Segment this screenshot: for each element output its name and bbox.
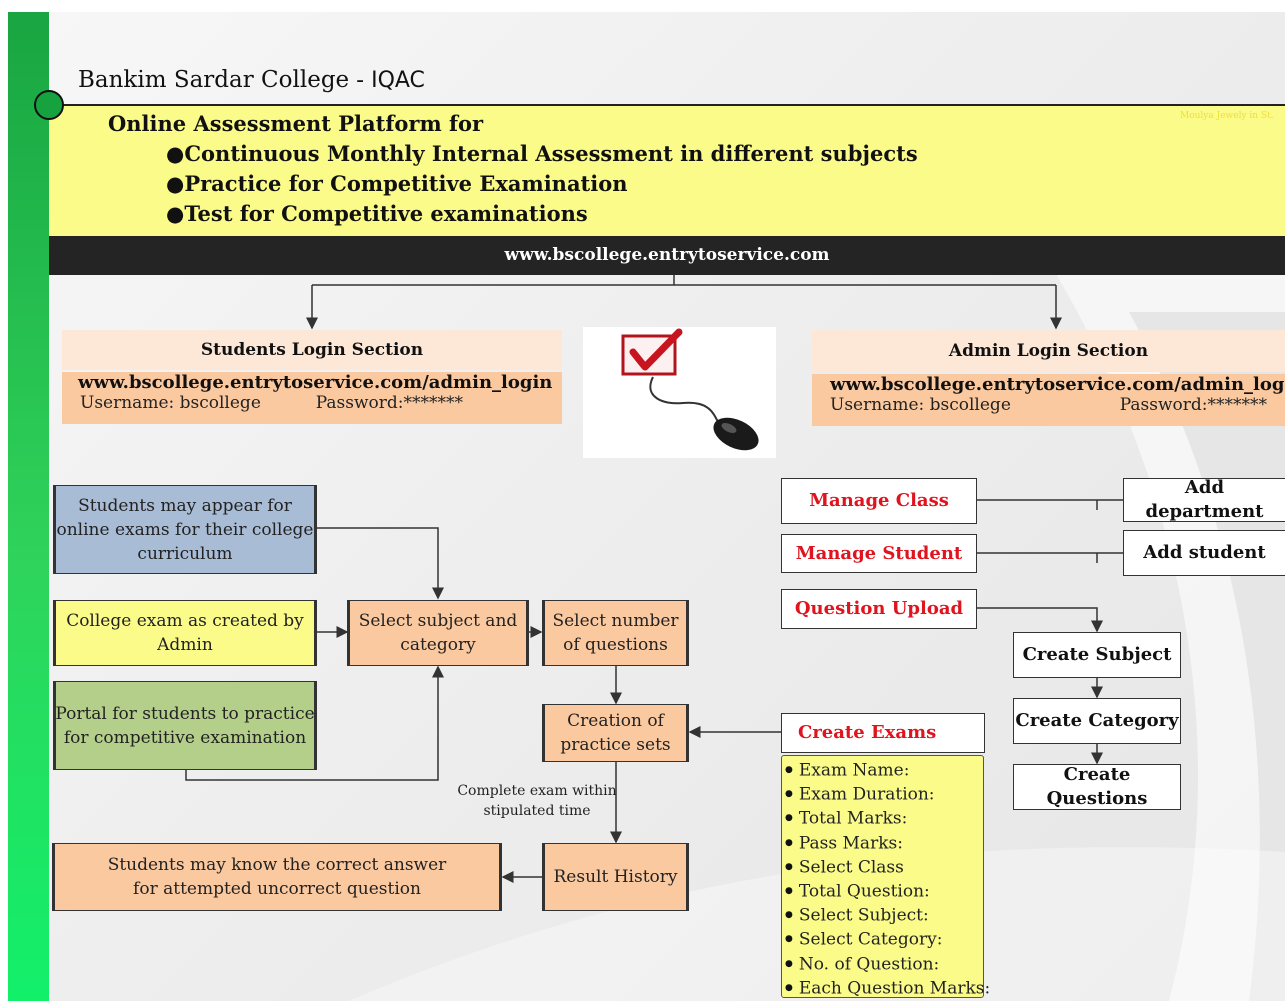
admin-username: Username: bscollege [830,395,1011,415]
cell-name: IQAC [371,68,425,93]
create-questions-button[interactable]: Create Questions [1013,764,1181,810]
exam-field: Pass Marks: [785,832,983,856]
know-answer-box: Students may know the correct answer for… [52,843,502,911]
url-bar[interactable]: www.bscollege.entrytoservice.com [49,236,1285,275]
create-category-button[interactable]: Create Category [1013,698,1181,744]
exam-field: Exam Duration: [785,783,983,807]
exam-field: Total Marks: [785,807,983,831]
exam-field: Select Class [785,856,983,880]
circle-marker [34,90,64,120]
bullet-2: ●Practice for Competitive Examination [166,171,628,196]
bullet-3: ●Test for Competitive examinations [166,201,588,226]
students-login-url[interactable]: www.bscollege.entrytoservice.com/admin_l… [78,372,553,393]
checkbox-mouse-graphic [621,328,759,451]
students-appear-box: Students may appear for online exams for… [53,485,317,574]
admin-password: Password:******* [1119,395,1267,415]
select-number-box: Select number of questions [542,600,689,666]
students-login-title: Students Login Section [62,330,562,370]
result-history-box: Result History [542,843,689,911]
title-separator: - [349,68,372,93]
students-username: Username: bscollege [80,393,261,413]
portal-box: Portal for students to practice for comp… [53,681,317,770]
page-title: Bankim Sardar College - IQAC [78,67,425,93]
creation-practice-box: Creation of practice sets [542,704,689,762]
students-login-details: www.bscollege.entrytoservice.com/admin_l… [62,372,562,424]
admin-login-title: Admin Login Section [812,330,1285,372]
left-green-bar [8,12,49,1001]
admin-login-details: www.bscollege.entrytoservice.com/admin_l… [812,374,1285,426]
exam-field: No. of Question: [785,953,983,977]
exam-field: Exam Name: [785,759,983,783]
select-subject-box: Select subject and category [347,600,529,666]
manage-class-button[interactable]: Manage Class [781,478,977,524]
intro-band [49,104,1285,236]
students-password: Password:******* [315,393,463,413]
platform-heading: Online Assessment Platform for [108,111,484,136]
exam-field: Select Subject: [785,904,983,928]
college-name: Bankim Sardar College [78,67,350,93]
manage-student-button[interactable]: Manage Student [781,534,977,573]
create-subject-button[interactable]: Create Subject [1013,632,1181,678]
add-department-button[interactable]: Add department [1123,477,1285,522]
college-exam-box: College exam as created by Admin [53,600,317,666]
admin-login-url[interactable]: www.bscollege.entrytoservice.com/admin_l… [830,374,1285,395]
exam-field: Total Question: [785,880,983,904]
checkbox-mouse-icon [583,327,776,458]
faint-text: Moulya Jewely in St. [1180,111,1274,121]
bullet-1: ●Continuous Monthly Internal Assessment … [166,141,918,166]
exam-field: Select Category: [785,928,983,952]
exam-field: Each Question Marks: [785,977,990,1001]
create-exams-button[interactable]: Create Exams [781,713,985,753]
add-student-button[interactable]: Add student [1123,530,1285,576]
complete-exam-note: Complete exam within stipulated time [457,783,617,819]
question-upload-button[interactable]: Question Upload [781,589,977,629]
exam-fields-list: Exam Name: Exam Duration: Total Marks: P… [781,755,990,1001]
